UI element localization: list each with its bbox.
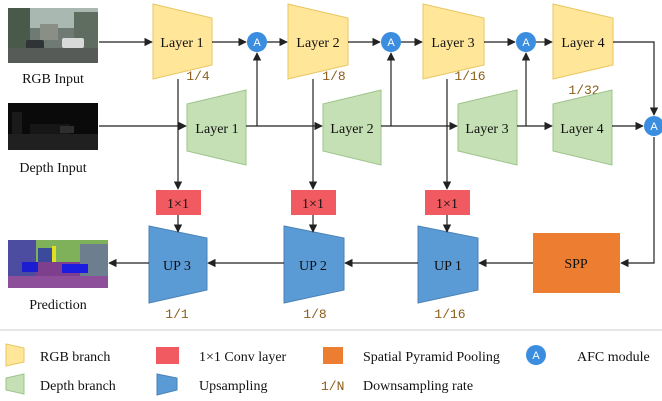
rgb-layer-2: Layer 2	[287, 3, 349, 80]
afc-module-1: A	[247, 32, 267, 52]
depth-layer-4: Layer 4	[552, 89, 613, 166]
rgb-layer-3: Layer 3	[422, 3, 485, 80]
legend-spp: Spatial Pyramid Pooling	[323, 347, 500, 365]
prediction-label: Prediction	[29, 298, 87, 313]
depth-layer-1: Layer 1	[186, 89, 247, 166]
depth-layer-1-label: Layer 1	[195, 122, 238, 137]
legend: RGB branch Depth branch 1×1 Conv layer U…	[5, 343, 650, 396]
svg-text:A: A	[253, 37, 261, 49]
rgb-layer-2-label: Layer 2	[296, 36, 339, 51]
conv-1x1-b: 1×1	[291, 190, 336, 215]
rate-up-1: 1/16	[434, 307, 465, 322]
up-block-2: UP 2	[283, 225, 345, 304]
rgb-input-image	[8, 8, 98, 63]
connectors	[99, 37, 659, 268]
up-block-1: UP 1	[417, 225, 479, 304]
afc-module-4: A	[644, 116, 662, 136]
rgb-layer-4: Layer 4	[552, 3, 614, 80]
svg-text:Spatial Pyramid Pooling: Spatial Pyramid Pooling	[363, 350, 500, 365]
depth-layer-2-label: Layer 2	[330, 122, 373, 137]
legend-downsampling: 1/N Downsampling rate	[321, 379, 473, 394]
rate-up-3: 1/1	[165, 307, 189, 322]
afc-module-2: A	[381, 32, 401, 52]
spp-label: SPP	[564, 257, 588, 272]
rate-layer-4: 1/32	[568, 83, 599, 98]
legend-upsampling: Upsampling	[156, 373, 267, 396]
svg-text:A: A	[532, 350, 540, 362]
svg-text:1×1 Conv layer: 1×1 Conv layer	[199, 350, 287, 365]
svg-text:1/N: 1/N	[321, 379, 344, 394]
rgb-layer-3-label: Layer 3	[431, 36, 474, 51]
rgb-layer-1-label: Layer 1	[160, 36, 203, 51]
rgb-layer-1: Layer 1	[152, 3, 213, 80]
rate-layer-2: 1/8	[322, 69, 345, 84]
svg-text:1×1: 1×1	[167, 197, 189, 212]
conv-1x1-a: 1×1	[156, 190, 201, 215]
rate-layer-3: 1/16	[454, 69, 485, 84]
up-block-3: UP 3	[148, 225, 208, 304]
svg-text:A: A	[650, 121, 658, 133]
depth-input-image	[8, 103, 98, 150]
rate-layer-1: 1/4	[186, 69, 210, 84]
afc-module-3: A	[516, 32, 536, 52]
svg-text:1×1: 1×1	[302, 197, 324, 212]
svg-text:Downsampling rate: Downsampling rate	[363, 379, 473, 394]
legend-conv: 1×1 Conv layer	[156, 347, 287, 365]
depth-layer-2: Layer 2	[322, 89, 382, 166]
svg-text:Upsampling: Upsampling	[199, 379, 267, 394]
conv-1x1-c: 1×1	[425, 190, 470, 215]
depth-layer-3: Layer 3	[457, 89, 518, 166]
svg-text:RGB branch: RGB branch	[40, 350, 110, 365]
spp-block: SPP	[533, 233, 620, 293]
rgb-layer-4-label: Layer 4	[561, 36, 604, 51]
legend-afc: A AFC module	[526, 345, 650, 365]
prediction-image	[8, 240, 108, 288]
up-block-3-label: UP 3	[163, 259, 191, 274]
svg-text:A: A	[387, 37, 395, 49]
rgb-input-label: RGB Input	[22, 72, 84, 87]
depth-layer-3-label: Layer 3	[465, 122, 508, 137]
legend-rgb-branch: RGB branch	[5, 343, 110, 367]
depth-layer-4-label: Layer 4	[560, 122, 603, 137]
svg-text:Depth branch: Depth branch	[40, 379, 116, 394]
svg-text:1×1: 1×1	[436, 197, 458, 212]
svg-text:A: A	[522, 37, 530, 49]
legend-depth-branch: Depth branch	[5, 373, 116, 395]
svg-text:AFC module: AFC module	[577, 350, 650, 365]
up-block-2-label: UP 2	[299, 259, 327, 274]
up-block-1-label: UP 1	[434, 259, 462, 274]
rate-up-2: 1/8	[303, 307, 326, 322]
depth-input-label: Depth Input	[19, 161, 86, 176]
